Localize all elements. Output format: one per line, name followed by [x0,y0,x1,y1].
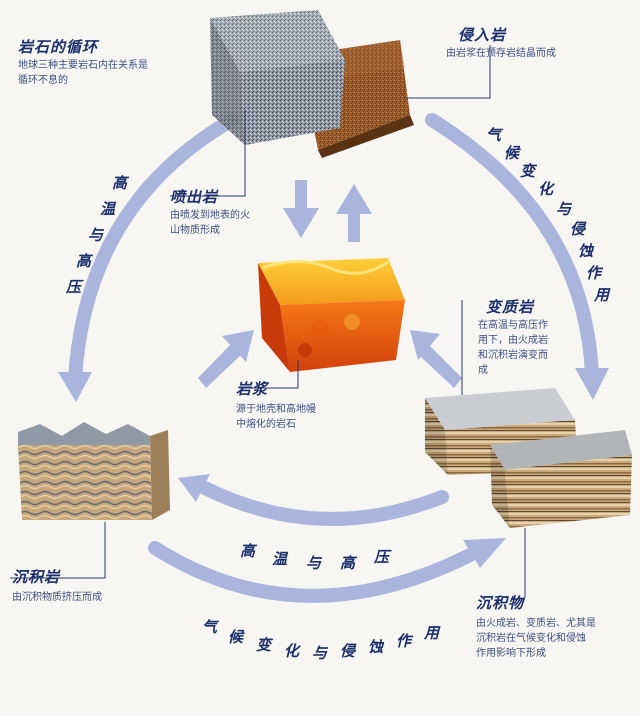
bottom-lower-char: 候 [228,628,244,646]
bottom-lower-char: 蚀 [368,638,384,656]
metamorphic-desc-line-1: 在高温与高压作 [478,320,548,331]
bottom-upper-char: 温 [272,550,288,568]
right-arc-char: 用 [594,286,610,304]
extrusive-desc-line-2: 山物质形成 [170,225,220,236]
arrow-right-arc [425,113,599,382]
arrow-down-to-magma [283,180,319,238]
bottom-lower-char: 侵 [340,642,356,660]
right-arc-char: 候 [504,144,520,162]
left-arc-char: 高 [112,174,128,192]
right-arc-char: 与 [556,200,572,218]
bottom-lower-char: 气 [202,618,218,636]
magma-desc-line-1: 源于地壳和高地幔 [236,404,316,415]
bottom-lower-char: 用 [424,624,440,642]
arrow-up-from-magma [336,184,372,242]
metamorphic-desc-line-3: 和沉积岩演变而 [478,350,548,361]
metamorphic-desc-line-2: 用下，由火成岩 [478,335,548,346]
intrusive-title: 侵入岩 [458,26,507,44]
arrow-bottom-lower [148,541,477,603]
bottom-lower-char: 作 [396,632,412,650]
sediment-desc-line-2: 沉积岩在气候变化和侵蚀 [476,633,586,644]
left-arc-char: 与 [88,226,104,244]
arrow-bottom-upper [198,481,449,526]
extrusive-rock-block [210,10,345,145]
extrusive-title: 喷出岩 [170,188,219,206]
magma-block [258,258,405,372]
sedimentary-rock-block [18,422,170,520]
sedimentary-title: 沉积岩 [12,568,61,586]
sediment-title: 沉积物 [476,594,525,612]
bottom-upper-char: 高 [240,542,256,560]
arrow-left-to-magma [198,330,254,388]
leader-extrusive [170,110,246,197]
right-arc-char: 气 [486,126,502,144]
bottom-lower-char: 化 [284,642,300,660]
bottom-lower-char: 变 [256,636,272,654]
right-arc-char: 变 [520,162,536,180]
arrow-bottom-lower-head [463,538,506,568]
metamorphic-title: 变质岩 [486,298,535,316]
left-arc-char: 温 [100,200,116,218]
header-subtitle-line-1: 地球三种主要岩石内在关系是 [18,60,148,71]
leader-sedimentary [10,522,106,579]
sediment-desc-line-3: 作用影响下形成 [476,648,546,659]
bottom-lower-char: 与 [312,644,328,662]
left-arc-char: 高 [76,252,92,270]
metamorphic-desc-line-4: 成 [478,365,488,376]
left-arc-char: 压 [66,278,82,296]
magma-title: 岩浆 [236,380,269,398]
arrow-right-to-magma [410,330,462,388]
sediment-block [490,430,632,528]
sedimentary-desc: 由沉积物质挤压而成 [12,592,102,603]
arrow-right-arc-head [575,368,609,400]
magma-desc-line-2: 中熔化的岩石 [236,419,296,430]
header-subtitle-line-2: 循环不息的 [18,75,68,86]
arrow-left-arc-head [58,372,92,402]
right-arc-char: 作 [586,264,602,282]
right-arc-char: 蚀 [578,242,594,260]
leader-magma [240,360,299,389]
arrow-bottom-upper-head [178,474,210,502]
right-arc-char: 侵 [570,220,586,238]
leader-intrusive [405,45,491,99]
arrow-left-arc [68,113,239,387]
sediment-desc-line-1: 由火成岩、变质岩、尤其是 [476,618,596,629]
bottom-upper-char: 压 [374,548,390,566]
bottom-upper-char: 与 [306,554,322,572]
extrusive-desc-line-1: 由喷发到地表的火 [170,210,250,221]
bottom-upper-char: 高 [340,554,356,572]
intrusive-desc: 由岩浆在预存岩结晶而成 [446,48,556,59]
right-arc-char: 化 [538,180,554,198]
header-title: 岩石的循环 [18,38,99,56]
